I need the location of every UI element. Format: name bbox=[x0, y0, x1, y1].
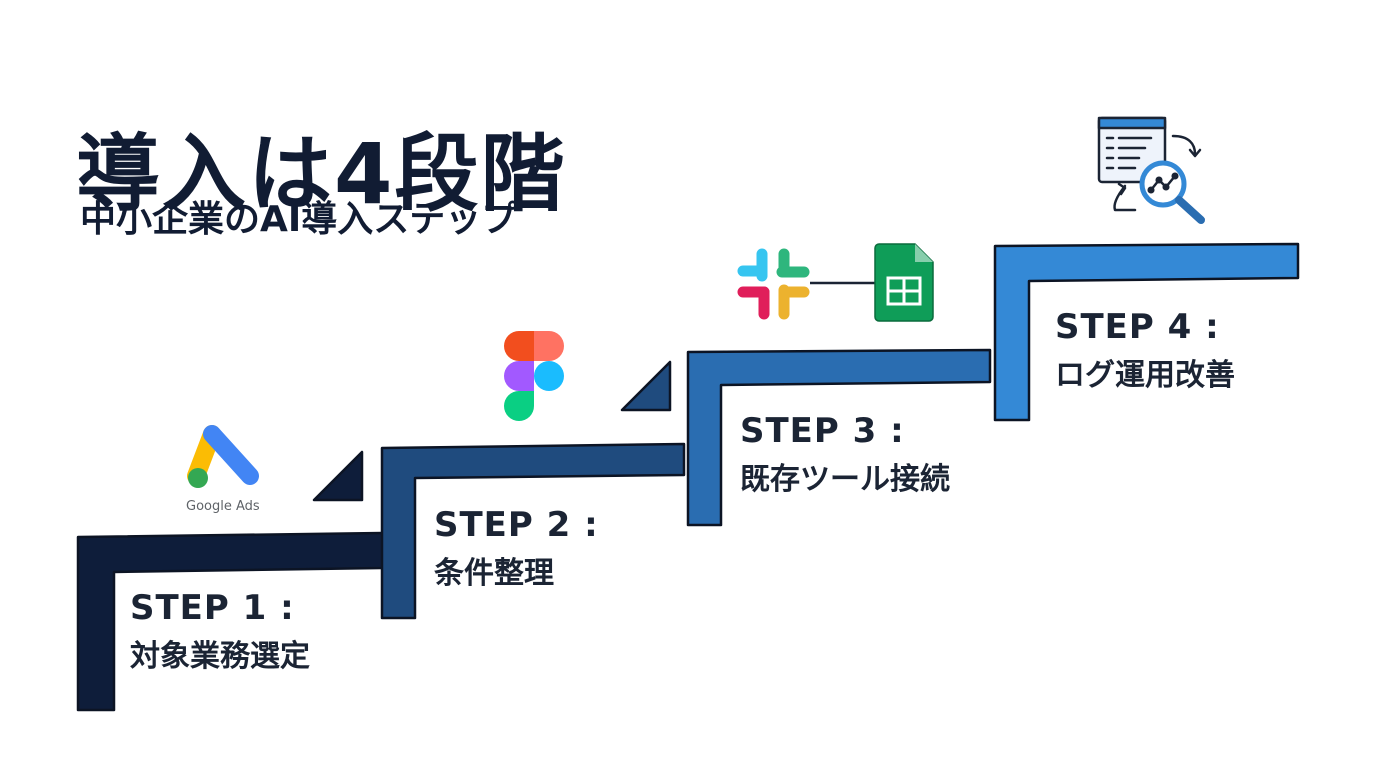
step-1-text: STEP 1 : 対象業務選定 bbox=[130, 585, 310, 681]
step-1-label: STEP 1 : bbox=[130, 588, 295, 628]
step-3-text: STEP 3 : 既存ツール接続 bbox=[740, 408, 950, 504]
step-3-label: STEP 3 : bbox=[740, 411, 905, 451]
google-ads-caption: Google Ads bbox=[186, 499, 260, 514]
step-3-name: 既存ツール接続 bbox=[740, 461, 950, 497]
step-2-name: 条件整理 bbox=[434, 555, 554, 591]
page-subtitle: 中小企業のAI導入ステップ bbox=[80, 199, 518, 240]
step-2-label: STEP 2 : bbox=[434, 505, 599, 545]
stair-arrow-2 bbox=[620, 360, 672, 412]
stair-step-3 bbox=[686, 348, 992, 527]
stair-step-4 bbox=[993, 242, 1300, 422]
step-2-text: STEP 2 : 条件整理 bbox=[434, 502, 599, 598]
stair-arrow-1 bbox=[312, 450, 364, 502]
step-4-text: STEP 4 : ログ運用改善 bbox=[1055, 304, 1235, 400]
step-4-name: ログ運用改善 bbox=[1055, 357, 1235, 393]
stair-step-2 bbox=[380, 442, 686, 620]
step-4-label: STEP 4 : bbox=[1055, 307, 1220, 347]
page-title: 導入は4段階 bbox=[76, 125, 567, 224]
step-1-name: 対象業務選定 bbox=[130, 638, 310, 674]
